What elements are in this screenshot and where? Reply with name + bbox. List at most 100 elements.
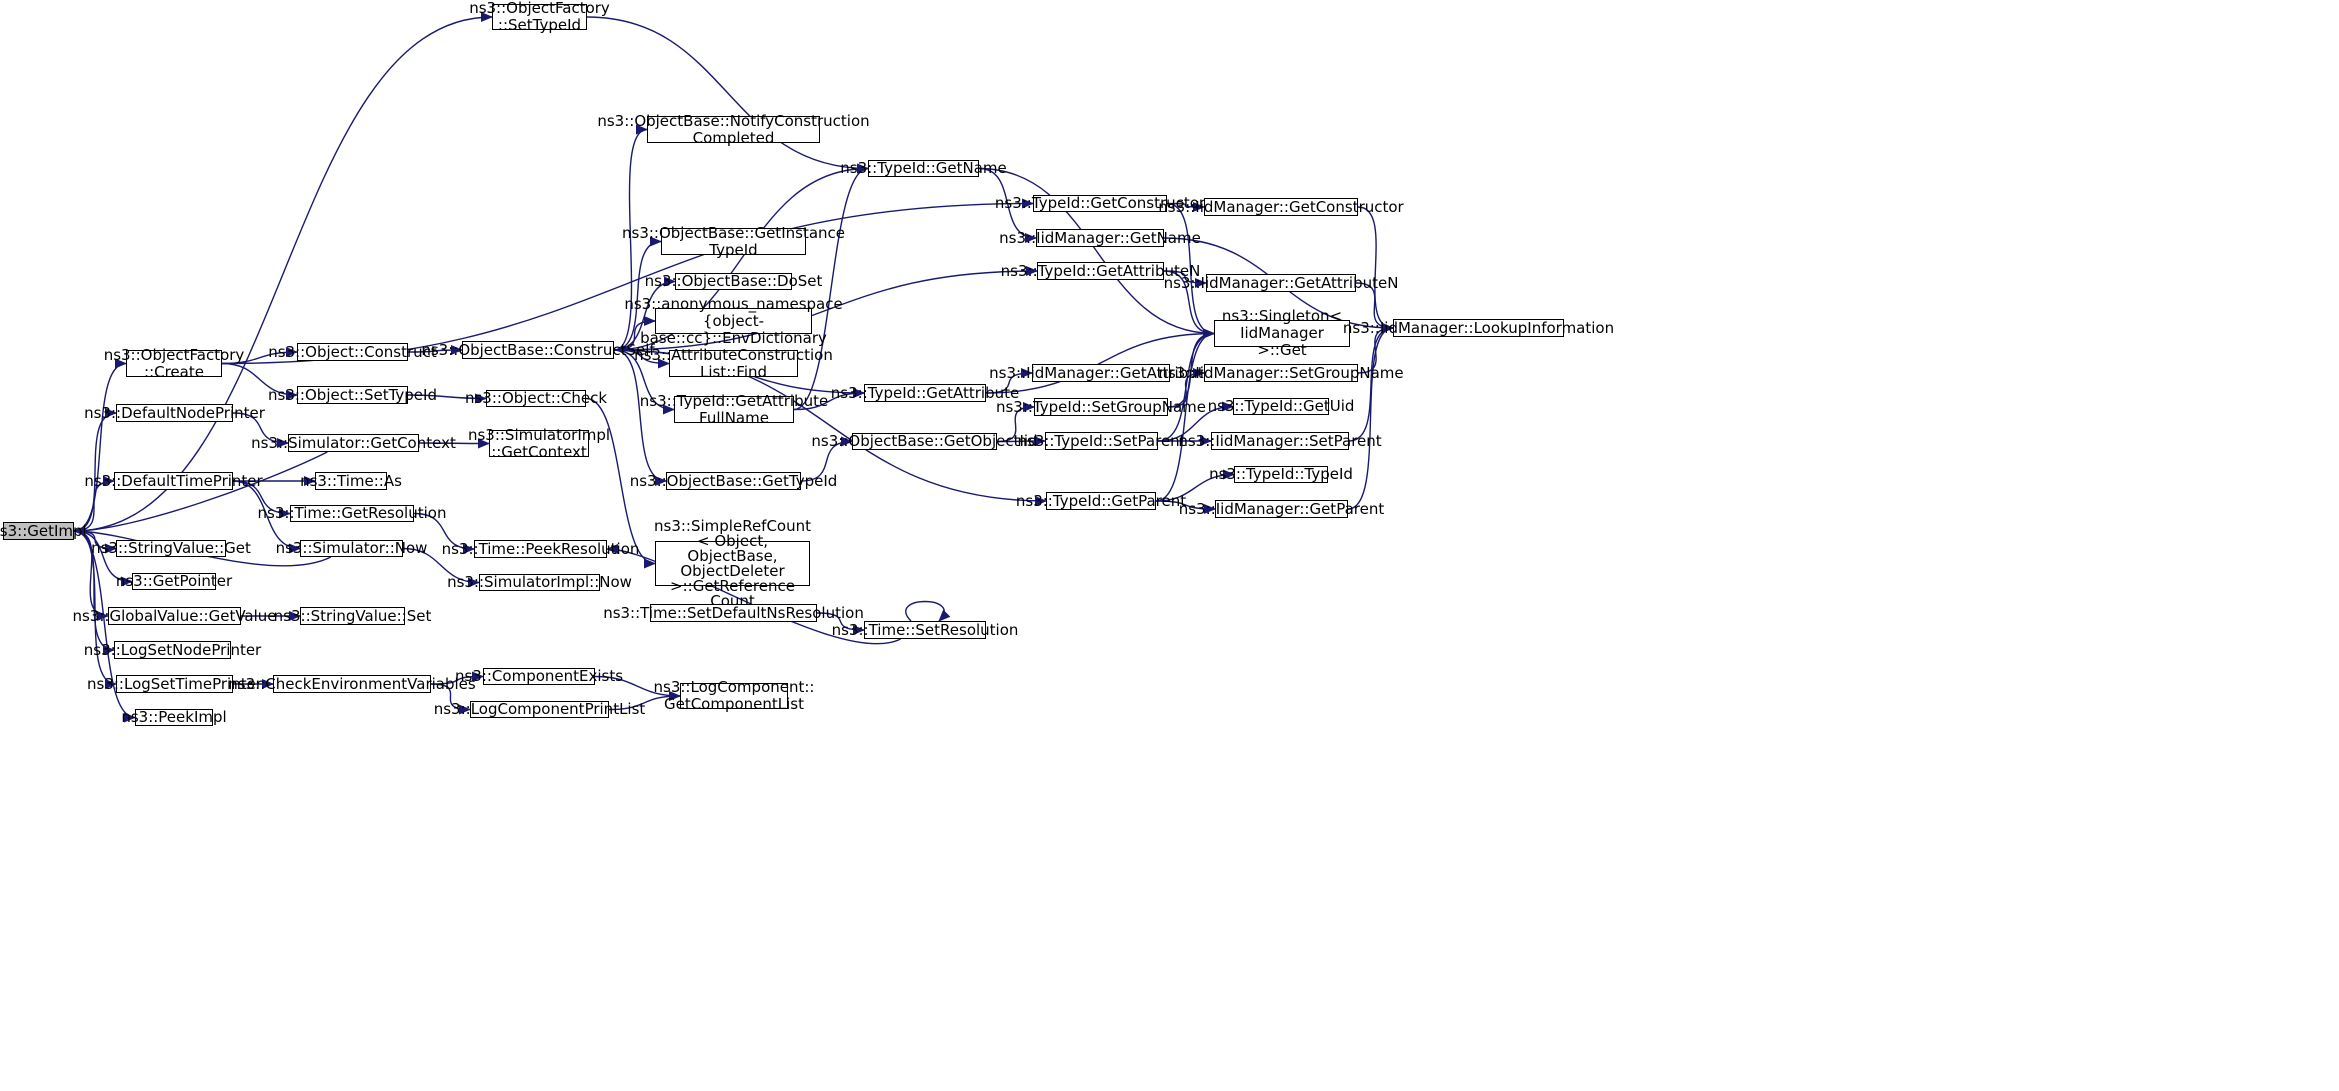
node-typeid-setgroupname[interactable]: ns3::TypeId::SetGroupName bbox=[995, 397, 1207, 416]
node-simulator-getcontext[interactable]: ns3::Simulator::GetContext bbox=[251, 433, 456, 452]
node-iidmanager-getconstructor[interactable]: ns3::IidManager::GetConstructor bbox=[1158, 197, 1404, 216]
node-typeid-getattribute[interactable]: ns3::TypeId::GetAttribute bbox=[830, 383, 1020, 402]
edge-typeid_getconstructor-to-singleton_get bbox=[1166, 202, 1215, 339]
edge-ob_getobjectiid-to-typeid_setparent bbox=[996, 436, 1046, 447]
edge-time_setresolution-to-time_setresolution bbox=[905, 600, 951, 622]
edge-typeid_getconstructor-to-iid_getconstructor bbox=[1166, 201, 1205, 212]
edge-constructself-to-getinstancetypeid bbox=[613, 236, 662, 351]
edge-iid_setparent-to-iid_lookupinformation bbox=[1348, 323, 1394, 442]
edge-constructself-to-doset bbox=[613, 276, 676, 351]
node-logcomponentprintlist[interactable]: ns3::LogComponentPrintList bbox=[433, 700, 646, 718]
edge-constructself-to-typeid_getname bbox=[613, 163, 869, 351]
edge-simulator_getcontext-to-getimpl bbox=[73, 451, 328, 536]
node-typeid-setparent[interactable]: ns3::TypeId::SetParent bbox=[1017, 431, 1186, 450]
node-logsettimeprinter[interactable]: ns3::LogSetTimePrinter bbox=[87, 674, 263, 693]
node-iidmanager-getattribute[interactable]: ns3::IidManager::GetAttribute bbox=[989, 363, 1213, 382]
edge-ob_getobjectiid-to-typeid_setgroupname bbox=[996, 402, 1035, 443]
node-time-setresolution[interactable]: ns3::Time::SetResolution bbox=[831, 620, 1019, 639]
edge-of_create-to-object_settypeid bbox=[221, 362, 298, 400]
node-time-getresolution[interactable]: ns3::Time::GetResolution bbox=[257, 504, 447, 522]
edge-defaultnodeprinter-to-simulator_getcontext bbox=[232, 412, 289, 448]
edge-getimpl-to-peekimpl bbox=[73, 530, 136, 723]
edge-typeid_setparent-to-typeid_getuid bbox=[1157, 401, 1234, 442]
edge-object_construct-to-constructself bbox=[407, 345, 463, 356]
edge-getattributefullname-to-typeid_getname bbox=[793, 163, 869, 411]
node-defaulttimeprinter[interactable]: ns3::DefaultTimePrinter bbox=[84, 471, 263, 490]
edge-iid_getparent-to-iid_lookupinformation bbox=[1347, 323, 1394, 510]
node-simplerefcount-getreferencecount[interactable]: ns3::SimpleRefCount < Object, ObjectBase… bbox=[654, 516, 811, 610]
node-iidmanager-getname[interactable]: ns3::IidManager::GetName bbox=[999, 228, 1201, 247]
edge-iid_getconstructor-to-iid_lookupinformation bbox=[1357, 206, 1394, 333]
node-notifyconstructioncompleted[interactable]: ns3::ObjectBase::NotifyConstruction Comp… bbox=[597, 111, 870, 147]
edge-logcomponentprintlist-to-logcomponent_getlist bbox=[608, 691, 681, 711]
node-stringvalue-get[interactable]: ns3::StringValue::Get bbox=[91, 539, 251, 557]
node-object-settypeid[interactable]: ns3::Object::SetTypeId bbox=[268, 385, 437, 404]
node-iidmanager-getattributen[interactable]: ns3::IidManager::GetAttributeN bbox=[1163, 273, 1399, 292]
node-peekimpl[interactable]: ns3::PeekImpl bbox=[121, 708, 227, 726]
node-typeid-getattributefullname[interactable]: ns3::TypeId::GetAttribute FullName bbox=[639, 391, 829, 427]
edge-typeid_getattributen-to-iid_getattributen bbox=[1163, 270, 1207, 288]
edge-typeid_getparent-to-singleton_get bbox=[1155, 328, 1215, 502]
node-objectbase-doset[interactable]: ns3::ObjectBase::DoSet bbox=[644, 272, 823, 290]
edge-simulator_getcontext-to-simimpl_getcontext bbox=[418, 438, 490, 449]
node-simulatorimpl-now[interactable]: ns3::SimulatorImpl::Now bbox=[447, 573, 632, 591]
node-attributeconstructionlist-find[interactable]: ns3::AttributeConstruction List::Find bbox=[634, 345, 833, 381]
edge-getimpl-to-defaultnodeprinter bbox=[73, 408, 117, 532]
edge-time_getresolution-to-time_peekresolution bbox=[413, 512, 475, 554]
node-objectfactory-create[interactable]: ns3::ObjectFactory ::Create bbox=[103, 345, 245, 381]
edge-constructself-to-ob_gettypeid bbox=[613, 349, 667, 486]
node-typeid-getname[interactable]: ns3::TypeId::GetName bbox=[840, 159, 1007, 177]
node-getinstancetypeid[interactable]: ns3::ObjectBase::GetInstance TypeId bbox=[622, 223, 845, 259]
node-typeid-getparent[interactable]: ns3::TypeId::GetParent bbox=[1015, 491, 1187, 510]
edge-constructself-to-envdictionary bbox=[613, 316, 656, 351]
node-componentexists[interactable]: ns3::ComponentExists bbox=[454, 667, 624, 685]
node-time-setdefaultnsresolution[interactable]: ns3::Time::SetDefaultNsResolution bbox=[603, 603, 864, 622]
edge-of_settypeid-to-typeid_getname bbox=[586, 16, 869, 174]
edge-typeid_getname-to-iid_getname bbox=[978, 167, 1037, 243]
edge-time_setdefaultns-to-time_setresolution bbox=[816, 612, 865, 635]
node-object-check[interactable]: ns3::Object::Check bbox=[464, 389, 608, 407]
edge-typeid_getparent-to-iid_getparent bbox=[1155, 500, 1216, 514]
node-objectbase-getobjectiid[interactable]: ns3::ObjectBase::GetObjectIid bbox=[811, 432, 1038, 450]
node-typeid-typeid[interactable]: ns3::TypeId::TypeId bbox=[1209, 465, 1353, 483]
node-logcomponent-getcomponentlist[interactable]: ns3::LogComponent:: GetComponentList bbox=[653, 678, 815, 713]
node-checkenvironmentvariables[interactable]: ns3::CheckEnvironmentVariables bbox=[228, 674, 476, 693]
edge-componentexists-to-logcomponent_getlist bbox=[594, 675, 681, 701]
node-iidmanager-lookupinformation[interactable]: ns3::IidManager::LookupInformation bbox=[1342, 318, 1615, 337]
node-iidmanager-getparent[interactable]: ns3::IidManager::GetParent bbox=[1178, 499, 1385, 518]
edge-ob_gettypeid-to-ob_getobjectiid bbox=[800, 436, 853, 482]
node-typeid-getuid[interactable]: ns3::TypeId::GetUid bbox=[1207, 397, 1355, 415]
edge-object_settypeid-to-object_check bbox=[407, 393, 487, 404]
edge-constructself-to-notifyconstruction bbox=[613, 124, 648, 351]
node-envdictionary[interactable]: ns3::anonymous_namespace {object-base::c… bbox=[624, 294, 843, 347]
node-globalvalue-getvalue[interactable]: ns3::GlobalValue::GetValue bbox=[72, 606, 277, 625]
node-object-construct[interactable]: ns3::Object::Construct bbox=[268, 342, 437, 361]
node-typeid-getconstructor[interactable]: ns3::TypeId::GetConstructor bbox=[994, 194, 1206, 212]
edge-getattributefullname-to-typeid_getattribute bbox=[793, 388, 865, 411]
edge-typeid_getparent-to-typeid_typeid bbox=[1155, 469, 1235, 502]
node-time-peekresolution[interactable]: ns3::Time::PeekResolution bbox=[441, 539, 640, 558]
node-getpointer[interactable]: ns3::GetPointer bbox=[115, 572, 233, 590]
node-objectfactory-settypeid[interactable]: ns3::ObjectFactory ::SetTypeId bbox=[469, 0, 610, 34]
edge-getimpl-to-of_create bbox=[73, 358, 127, 532]
node-stringvalue-set[interactable]: ns3::StringValue::Set bbox=[273, 606, 432, 625]
node-iidmanager-setparent[interactable]: ns3::IidManager::SetParent bbox=[1178, 431, 1382, 450]
edge-checkenvvars-to-componentexists bbox=[430, 671, 484, 685]
edge-typeid_setparent-to-singleton_get bbox=[1157, 328, 1215, 442]
node-defaultnodeprinter[interactable]: ns3::DefaultNodePrinter bbox=[84, 403, 265, 422]
node-simulator-now[interactable]: ns3::Simulator::Now bbox=[275, 539, 428, 557]
edge-typeid_getname-to-singleton_get bbox=[978, 167, 1215, 339]
node-simulatorimpl-getcontext[interactable]: ns3::SimulatorImpl ::GetContext bbox=[467, 425, 611, 461]
node-logsetnodeprinter[interactable]: ns3::LogSetNodePrinter bbox=[83, 640, 262, 659]
node-typeid-getattributen[interactable]: ns3::TypeId::GetAttributeN bbox=[1000, 261, 1201, 280]
edge-getimpl-to-of_settypeid bbox=[73, 12, 493, 532]
node-time-as[interactable]: ns3::Time::As bbox=[300, 471, 402, 490]
node-objectbase-gettypeid[interactable]: ns3::ObjectBase::GetTypeId bbox=[629, 471, 838, 490]
node-singleton-iidmanager-get[interactable]: ns3::Singleton< IidManager >::Get bbox=[1214, 308, 1350, 359]
node-objectbase-constructself[interactable]: ns3::ObjectBase::ConstructSelf bbox=[421, 340, 655, 359]
edge-defaulttimeprinter-to-time_getresolution bbox=[232, 480, 291, 519]
node-iidmanager-setgroupname[interactable]: ns3::IidManager::SetGroupName bbox=[1158, 363, 1404, 382]
edge-typeid_getattributen-to-singleton_get bbox=[1163, 270, 1215, 339]
node-getimpl[interactable]: ns3::GetImpl bbox=[0, 521, 87, 540]
